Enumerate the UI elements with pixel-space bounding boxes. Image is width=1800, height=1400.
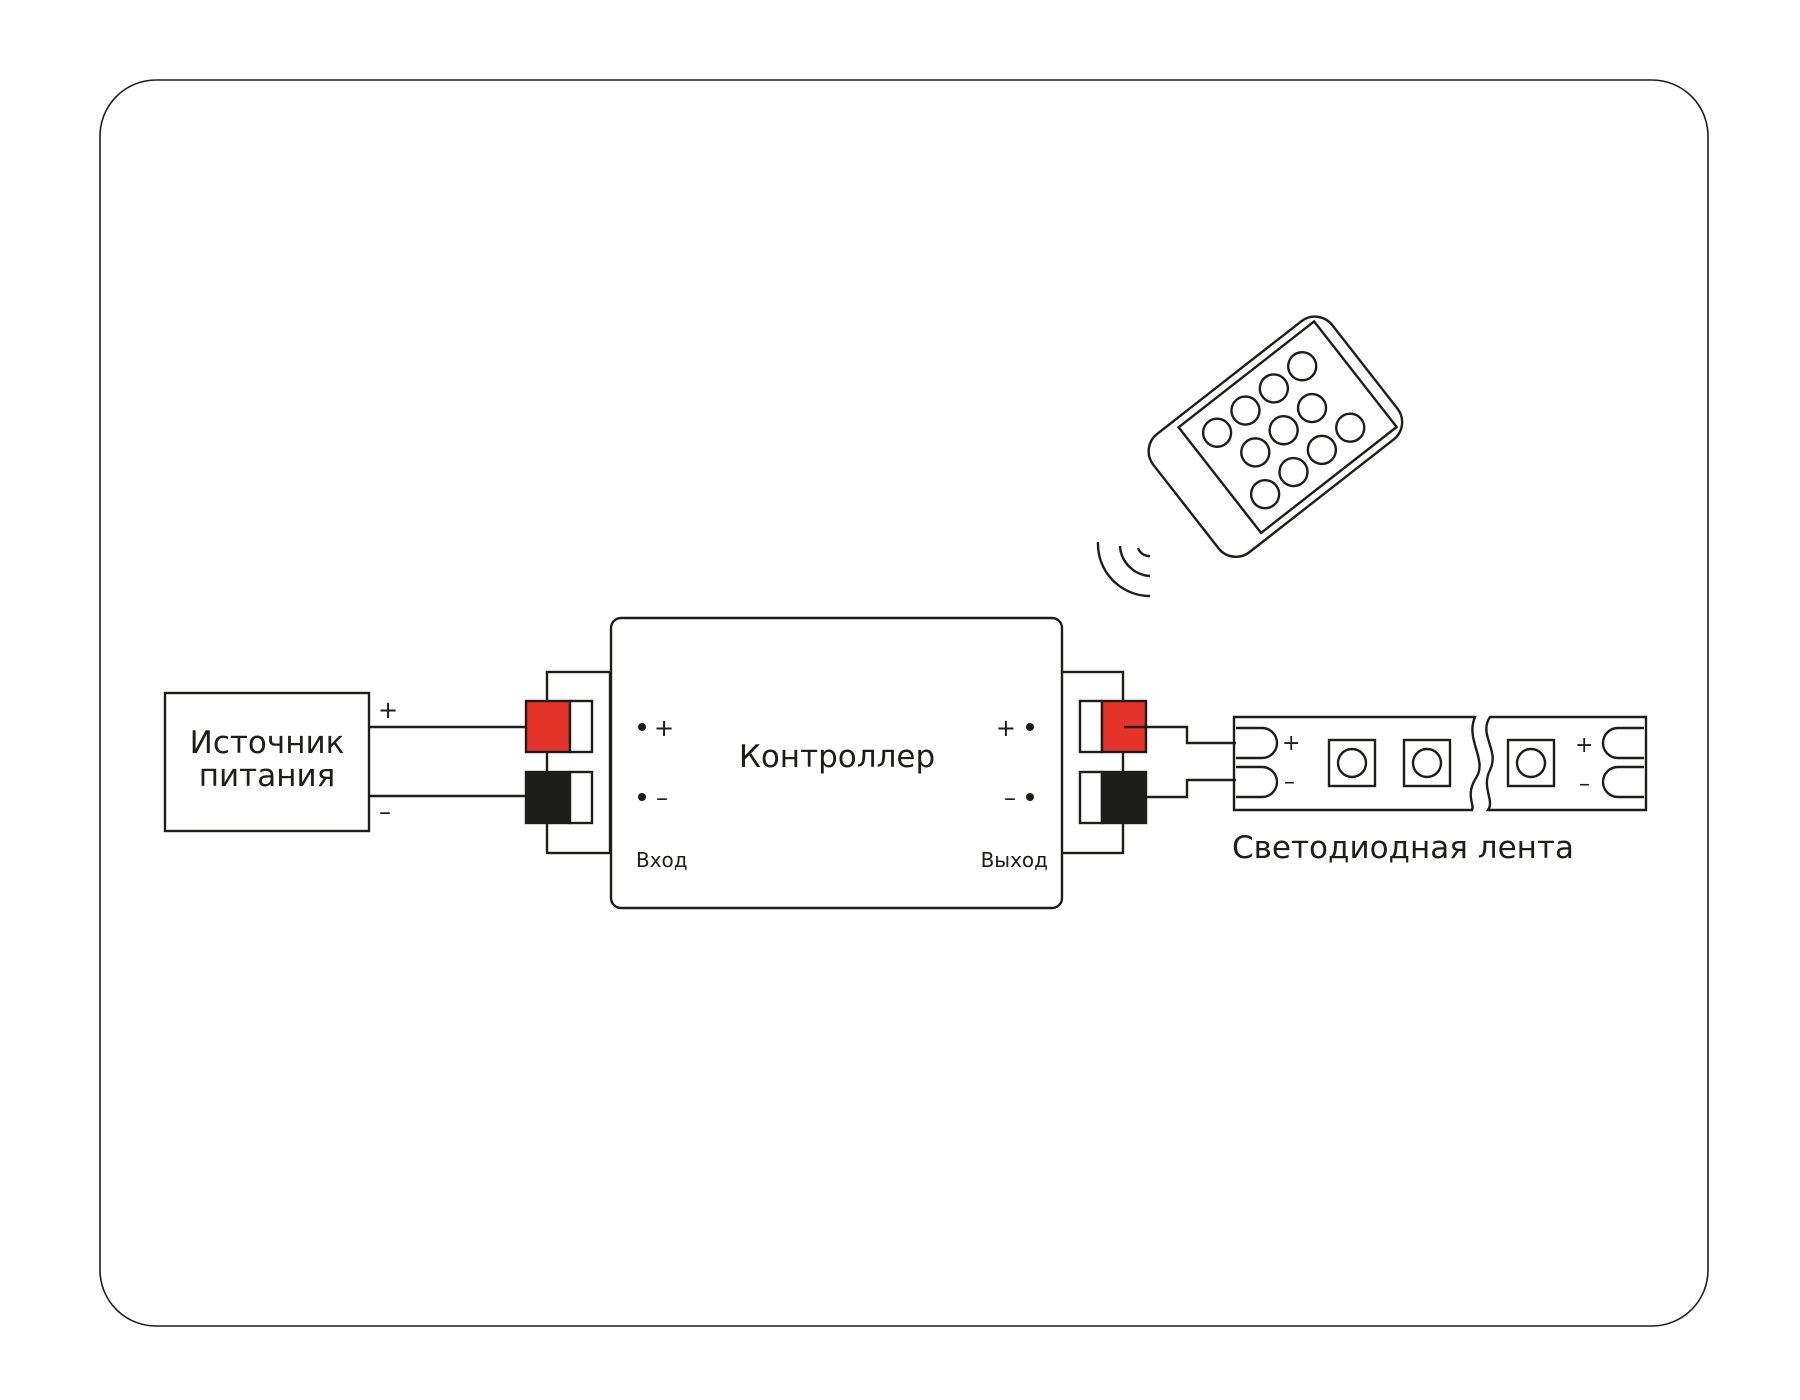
input-minus-dot <box>638 793 646 801</box>
controller-body <box>609 616 1064 910</box>
input-plus-sign: + <box>654 714 674 742</box>
input-plus-dot <box>638 723 646 731</box>
wireless-signal-icon <box>1096 541 1151 598</box>
led-strip: + – + – <box>1232 715 1648 812</box>
power-source-label-line2: питания <box>199 758 336 794</box>
controller: Контроллер + – Вход + – Выход <box>609 616 1064 910</box>
strip-positive-pad <box>1236 726 1279 760</box>
input-negative-terminal <box>524 770 572 825</box>
output-negative-wire <box>1146 778 1236 799</box>
output-negative-terminal <box>1100 770 1148 825</box>
power-source: Источник питания + – <box>163 691 398 833</box>
input-positive-terminal <box>524 699 572 754</box>
input-minus-sign: – <box>656 784 668 812</box>
output-plus-sign: + <box>996 714 1016 742</box>
led-chip <box>1506 738 1556 788</box>
strip-end-plus-sign: + <box>1575 733 1593 758</box>
strip-minus-sign: – <box>1284 770 1295 795</box>
output-minus-sign: – <box>1004 784 1016 812</box>
led-strip-label: Светодиодная лента <box>1232 830 1574 866</box>
input-terminal-block <box>524 670 612 855</box>
controller-input-label: Вход <box>636 848 688 872</box>
output-terminal-block <box>1058 670 1148 855</box>
strip-plus-sign: + <box>1282 731 1300 756</box>
output-minus-dot <box>1026 793 1034 801</box>
remote-control-icon <box>1147 315 1404 558</box>
controller-output-label: Выход <box>981 848 1048 872</box>
led-chip <box>1402 738 1452 788</box>
strip-negative-pad <box>1236 765 1279 799</box>
power-source-plus-sign: + <box>378 696 398 724</box>
strip-end-negative-pad <box>1601 765 1644 799</box>
led-chip <box>1327 738 1377 788</box>
power-source-label-line1: Источник <box>190 725 345 761</box>
output-positive-wire <box>1124 725 1236 745</box>
output-plus-dot <box>1026 723 1034 731</box>
controller-title: Контроллер <box>739 739 935 775</box>
strip-end-positive-pad <box>1601 726 1644 760</box>
diagram-frame <box>99 79 1709 1327</box>
power-source-minus-sign: – <box>379 798 391 826</box>
strip-end-minus-sign: – <box>1579 772 1590 797</box>
